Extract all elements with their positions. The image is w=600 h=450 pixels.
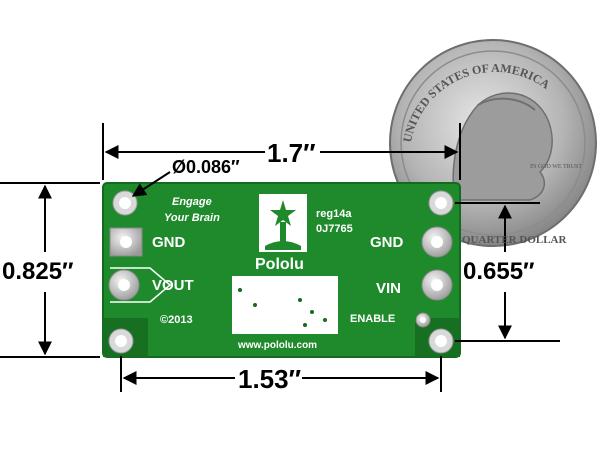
label-area [232, 276, 338, 334]
slogan-line2: Your Brain [164, 212, 220, 224]
pin-label-gnd-left: GND [152, 234, 186, 251]
pad-vin [421, 269, 453, 301]
dimension-lines [0, 123, 560, 392]
pad-gnd-left [109, 227, 143, 257]
dimension-width-total: 1.7″ [267, 138, 316, 168]
dimension-hole-diameter: Ø0.086″ [172, 157, 240, 177]
pin-label-vin: VIN [376, 280, 402, 297]
dimension-hole-spacing-vertical: 0.655″ [463, 258, 535, 285]
url-label: www.pololu.com [238, 340, 318, 351]
mounting-hole-bottom-left [108, 328, 134, 354]
pad-vout [108, 269, 140, 301]
regulator-board [102, 182, 461, 358]
mounting-hole-bottom-right [428, 328, 454, 354]
pad-gnd-right [421, 226, 453, 258]
washington-profile [452, 92, 553, 201]
dimension-hole-spacing-horizontal: 1.53″ [238, 364, 302, 394]
mounting-hole-top-left [112, 190, 138, 216]
copyright-label: ©2013 [160, 314, 193, 326]
slogan-line1: Engage [172, 196, 212, 208]
pin-label-gnd-right: GND [370, 234, 404, 251]
pololu-logo [259, 194, 307, 252]
brand-label: Pololu [255, 256, 304, 273]
pin-label-enable: ENABLE [350, 313, 396, 325]
pin-label-vout: VOUT [152, 277, 194, 294]
code-label: 0J7765 [316, 223, 353, 235]
mounting-hole-top-right [428, 190, 454, 216]
dimension-height-total: 0.825″ [2, 258, 74, 285]
pad-enable [415, 312, 431, 328]
model-label: reg14a [316, 208, 352, 220]
